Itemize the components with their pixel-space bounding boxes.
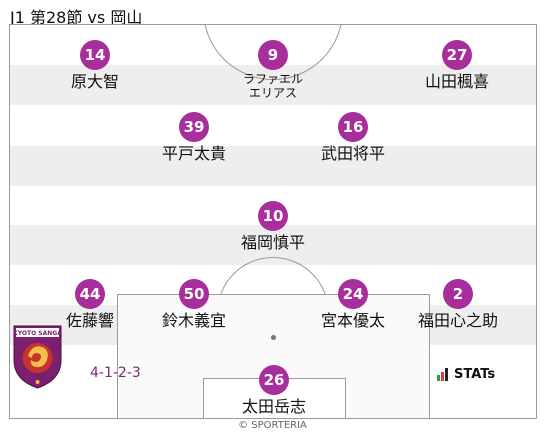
player-name: ラファエル エリアス [242, 72, 303, 100]
player-number-badge: 10 [258, 201, 288, 231]
stats-logo-text: STATs [454, 367, 496, 382]
player-number-badge: 14 [80, 40, 110, 70]
player-forward-center[interactable]: 9 ラファエル エリアス [203, 40, 343, 100]
player-name: 佐藤響 [65, 311, 114, 330]
player-number-badge: 26 [259, 365, 289, 395]
player-defender-center-left[interactable]: 50 鈴木義宜 [124, 279, 264, 330]
copyright-text: © SPORTERIA [238, 420, 307, 431]
player-name: 福田心之助 [417, 311, 498, 330]
player-number-badge: 27 [442, 40, 472, 70]
player-name: 鈴木義宜 [161, 311, 226, 330]
player-name: 太田岳志 [241, 397, 306, 416]
player-number-badge: 2 [443, 279, 473, 309]
player-forward-right[interactable]: 27 山田楓喜 [387, 40, 527, 91]
player-midfielder-left[interactable]: 39 平戸太貴 [124, 112, 264, 163]
player-name: 武田将平 [320, 144, 385, 163]
svg-text:KYOTO SANGA: KYOTO SANGA [13, 330, 62, 337]
player-name: 原大智 [70, 72, 119, 91]
stats-logo-bar-icon [441, 372, 444, 381]
player-defender-center-right[interactable]: 24 宮本優太 [283, 279, 423, 330]
stats-logo: STATs [437, 368, 495, 381]
formation-label: 4-1-2-3 [90, 365, 141, 381]
player-defensive-midfielder[interactable]: 10 福岡慎平 [203, 201, 343, 252]
player-name: 宮本優太 [320, 311, 385, 330]
player-number-badge: 39 [179, 112, 209, 142]
club-crest-logo: KYOTO SANGA [13, 325, 62, 389]
player-number-badge: 16 [338, 112, 368, 142]
player-goalkeeper[interactable]: 26 太田岳志 [204, 365, 344, 416]
player-defender-right[interactable]: 2 福田心之助 [388, 279, 528, 330]
stats-logo-bar-icon [437, 375, 440, 381]
player-number-badge: 24 [338, 279, 368, 309]
player-name: 福岡慎平 [240, 233, 305, 252]
player-name: 山田楓喜 [424, 72, 489, 91]
player-number-badge: 9 [258, 40, 288, 70]
stats-logo-bar-icon [445, 368, 448, 381]
player-forward-left[interactable]: 14 原大智 [25, 40, 165, 91]
penalty-spot [271, 335, 276, 340]
player-defender-left[interactable]: 44 佐藤響 [20, 279, 160, 330]
player-name: 平戸太貴 [161, 144, 226, 163]
player-number-badge: 44 [75, 279, 105, 309]
player-number-badge: 50 [179, 279, 209, 309]
pitch-stripe [10, 146, 536, 186]
player-midfielder-right[interactable]: 16 武田将平 [283, 112, 423, 163]
match-title: J1 第28節 vs 岡山 [10, 8, 143, 27]
pitch: 14 原大智 9 ラファエル エリアス 27 山田楓喜 39 平戸太貴 16 武… [9, 24, 537, 419]
